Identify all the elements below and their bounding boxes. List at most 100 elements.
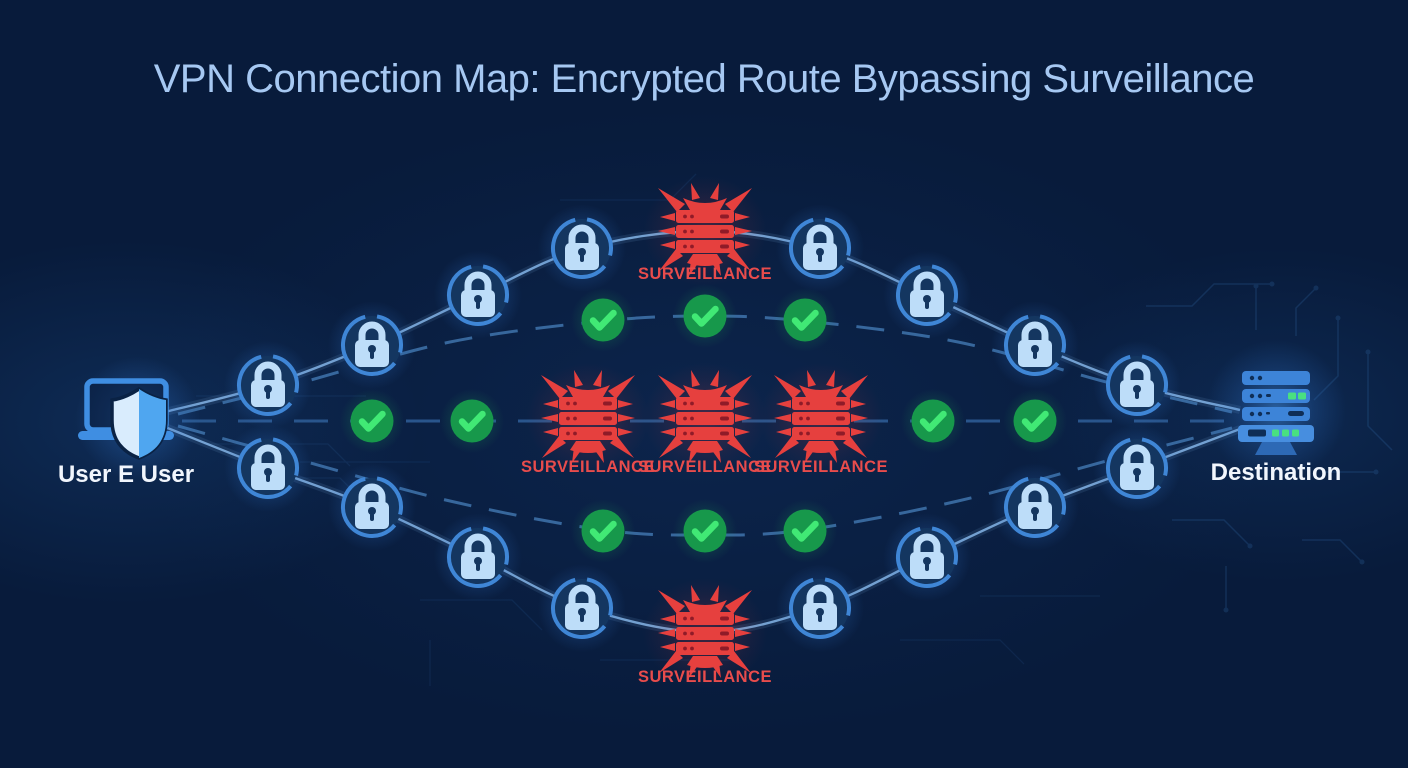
surveillance-node: SURVEILLANCE <box>521 363 655 476</box>
lock-keyhole-slot <box>370 351 374 359</box>
surveillance-server-icon <box>774 370 868 463</box>
check-icon <box>791 309 819 331</box>
check-icon <box>791 520 819 542</box>
lock-keyhole-slot <box>925 301 929 309</box>
encrypted-lock-node <box>434 513 522 601</box>
lock-shackle <box>254 361 282 387</box>
lock-ring-arc <box>237 354 299 416</box>
surveillance-node: SURVEILLANCE <box>638 363 772 476</box>
route-nodes: SURVEILLANCESURVEILLANCESURVEILLANCESURV… <box>58 176 1346 688</box>
encrypted-lock-node <box>883 513 971 601</box>
check-icon <box>691 520 719 542</box>
checkpoint-verified-node <box>673 499 737 563</box>
checkpoint-verified-node <box>901 389 965 453</box>
checkpoint-verified-node <box>571 288 635 352</box>
user-device-node: User E User <box>58 356 200 488</box>
lock-keyhole-slot <box>1135 474 1139 482</box>
lock-keyhole-slot <box>1033 513 1037 521</box>
lock-ring-arc <box>551 217 613 279</box>
encrypted-lock-node <box>991 463 1079 551</box>
encrypted-lock-node <box>224 424 312 512</box>
lock-keyhole-slot <box>1135 391 1139 399</box>
lock-keyhole <box>1031 507 1039 515</box>
lock-keyhole-slot <box>925 563 929 571</box>
lock-keyhole <box>816 608 824 616</box>
check-icon <box>589 520 617 542</box>
lock-shackle <box>806 224 834 250</box>
checkpoint-verified-node <box>571 499 635 563</box>
checkpoint-verified-node <box>673 284 737 348</box>
lock-keyhole-slot <box>580 614 584 622</box>
user-label: User E User <box>58 461 194 488</box>
surveillance-node: SURVEILLANCE <box>638 578 772 688</box>
check-icon <box>458 410 486 432</box>
encrypted-lock-node <box>328 301 416 389</box>
checkpoint-verified-node <box>1003 389 1067 453</box>
checkpoint-verified-node <box>773 499 837 563</box>
lock-shackle <box>1021 321 1049 347</box>
surveillance-label: SURVEILLANCE <box>754 458 888 476</box>
lock-shackle <box>358 483 386 509</box>
lock-keyhole-slot <box>476 563 480 571</box>
lock-ring-arc <box>341 476 403 538</box>
surveillance-server-icon <box>658 370 752 463</box>
surveillance-label: SURVEILLANCE <box>638 265 772 283</box>
lock-keyhole <box>923 295 931 303</box>
circuit-traces <box>1146 281 1393 613</box>
lock-keyhole <box>474 557 482 565</box>
lock-keyhole <box>264 385 272 393</box>
lock-ring-arc <box>447 526 509 588</box>
lock-keyhole-slot <box>266 474 270 482</box>
checkpoint-verified-node <box>440 389 504 453</box>
lock-keyhole <box>474 295 482 303</box>
encrypted-lock-node <box>776 564 864 652</box>
lock-keyhole-slot <box>818 614 822 622</box>
lock-keyhole <box>1133 468 1141 476</box>
check-icon <box>919 410 947 432</box>
lock-shackle <box>1021 483 1049 509</box>
lock-keyhole <box>368 507 376 515</box>
lock-ring-arc <box>551 577 613 639</box>
surveillance-label: SURVEILLANCE <box>521 458 655 476</box>
check-icon <box>358 410 386 432</box>
encrypted-lock-node <box>538 204 626 292</box>
lock-keyhole <box>578 608 586 616</box>
encrypted-lock-node <box>434 251 522 339</box>
lock-ring-arc <box>896 264 958 326</box>
check-icon <box>1021 410 1049 432</box>
lock-shackle <box>1123 361 1151 387</box>
surveillance-label: SURVEILLANCE <box>638 668 772 686</box>
destination-server-icon <box>1238 371 1314 455</box>
lock-keyhole-slot <box>370 513 374 521</box>
surveillance-server-icon <box>658 585 752 678</box>
lock-keyhole <box>816 248 824 256</box>
encrypted-lock-node <box>224 341 312 429</box>
encrypted-lock-node <box>1093 424 1181 512</box>
lock-shackle <box>254 444 282 470</box>
lock-keyhole <box>264 468 272 476</box>
lock-shackle <box>464 271 492 297</box>
encrypted-lock-node <box>1093 341 1181 429</box>
lock-keyhole <box>1031 345 1039 353</box>
check-icon <box>589 309 617 331</box>
lock-keyhole <box>368 345 376 353</box>
encrypted-lock-node <box>991 301 1079 389</box>
surveillance-node: SURVEILLANCE <box>754 363 888 476</box>
encrypted-lock-node <box>538 564 626 652</box>
lock-keyhole <box>923 557 931 565</box>
lock-keyhole-slot <box>476 301 480 309</box>
lock-ring-arc <box>789 217 851 279</box>
diagram-title: VPN Connection Map: Encrypted Route Bypa… <box>153 57 1255 101</box>
lock-keyhole-slot <box>266 391 270 399</box>
lock-shackle <box>568 224 596 250</box>
surveillance-server-icon <box>658 183 752 276</box>
encrypted-lock-node <box>883 251 971 339</box>
lock-keyhole-slot <box>818 254 822 262</box>
lock-shackle <box>806 584 834 610</box>
checkpoint-verified-node <box>773 288 837 352</box>
shield-icon-half <box>139 389 166 458</box>
lock-shackle <box>464 533 492 559</box>
destination-server-stand <box>1255 442 1297 455</box>
